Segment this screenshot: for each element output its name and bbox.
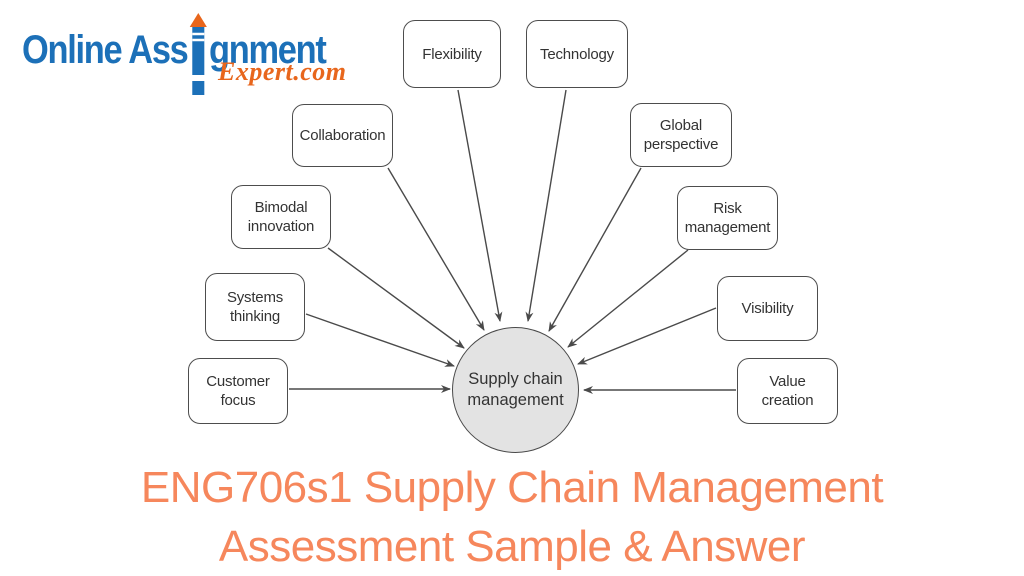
logo-tagline: Expert.com: [218, 57, 347, 86]
arrow-collaboration: [387, 167, 485, 331]
arrow-risk-management: [567, 249, 689, 348]
node-collaboration: Collaboration: [292, 104, 393, 167]
arrow-global-perspective: [548, 167, 642, 332]
page-title-line2: Assessment Sample & Answer: [218, 522, 806, 571]
node-bimodal-innovation: Bimodal innovation: [231, 185, 331, 249]
node-visibility: Visibility: [717, 276, 818, 341]
node-risk-management: Risk management: [677, 186, 778, 250]
arrow-flexibility: [457, 89, 503, 322]
node-customer-focus: Customer focus: [188, 358, 288, 424]
page-title-line1: ENG706s1 Supply Chain Management: [140, 463, 884, 512]
logo-wordmark: Online Ass gnment: [22, 13, 327, 95]
page-title: ENG706s1 Supply Chain Management Assessm…: [0, 458, 1024, 576]
logo-text-part1: Online Ass: [22, 28, 189, 72]
node-systems-thinking: Systems thinking: [205, 273, 305, 341]
node-value-creation: Value creation: [737, 358, 838, 424]
arrow-bimodal-innovation: [327, 247, 465, 349]
arrow-systems-thinking: [305, 313, 455, 367]
arrow-visibility: [577, 307, 717, 365]
center-node-supply-chain-management: Supply chain management: [452, 327, 579, 453]
node-flexibility: Flexibility: [403, 20, 501, 88]
node-technology: Technology: [526, 20, 628, 88]
logo-text-part2: gnment: [209, 28, 327, 72]
logo[interactable]: Online Ass gnment Expert.com: [22, 13, 352, 98]
pencil-icon: [190, 13, 208, 95]
arrow-technology: [525, 89, 567, 322]
node-global-perspective: Global perspective: [630, 103, 732, 167]
